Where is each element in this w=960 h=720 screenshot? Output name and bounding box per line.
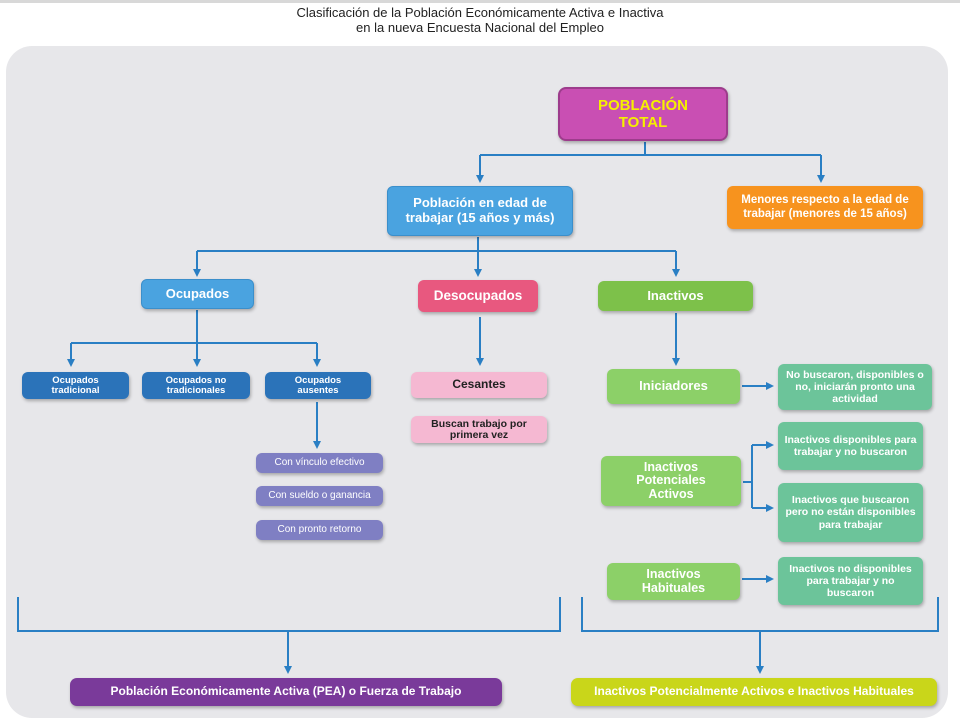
node-buscan-primera: Buscan trabajo por primera vez xyxy=(411,416,547,443)
top-rule xyxy=(0,0,960,3)
node-habituales-desc: Inactivos no disponibles para trabajar y… xyxy=(778,557,923,605)
bracket-left xyxy=(17,597,561,632)
node-ocupados-tradicional: Ocupados tradicional xyxy=(22,372,129,399)
node-label: Población Económicamente Activa (PEA) o … xyxy=(110,684,462,699)
node-con-sueldo: Con sueldo o ganancia xyxy=(256,486,383,506)
node-ocupados-ausentes: Ocupados ausentes xyxy=(265,372,371,399)
node-label: Buscan trabajo por primera vez xyxy=(431,418,527,441)
node-label: Inactivos xyxy=(647,287,704,303)
node-con-pronto: Con pronto retorno xyxy=(256,520,383,540)
node-label: Cesantes xyxy=(452,377,506,392)
node-label: Inactivos Potenciales Activos xyxy=(636,460,706,501)
node-buscaron-desc: Inactivos que buscaron pero no están dis… xyxy=(778,483,923,542)
node-label: Con pronto retorno xyxy=(277,524,362,536)
node-label: Inactivos disponibles para trabajar y no… xyxy=(784,433,917,458)
node-label: Con vínculo efectivo xyxy=(274,457,365,469)
node-poblacion-total: POBLACIÓN TOTAL xyxy=(558,87,728,141)
node-con-vinculo: Con vínculo efectivo xyxy=(256,453,383,473)
node-disponibles-desc: Inactivos disponibles para trabajar y no… xyxy=(778,422,923,470)
node-menores: Menores respecto a la edad de trabajar (… xyxy=(727,186,923,229)
node-label: Con sueldo o ganancia xyxy=(268,490,371,502)
node-label: Ocupados tradicional xyxy=(51,375,100,396)
title-line-1: Clasificación de la Población Económicam… xyxy=(296,5,664,20)
node-ocupados: Ocupados xyxy=(141,279,254,309)
node-inactivos: Inactivos xyxy=(598,281,753,311)
node-ocupados-no-tradicionales: Ocupados no tradicionales xyxy=(142,372,250,399)
node-label: Ocupados ausentes xyxy=(294,375,342,396)
node-label: Inactivos que buscaron pero no están dis… xyxy=(785,494,916,531)
node-desocupados: Desocupados xyxy=(418,280,538,312)
node-label: POBLACIÓN TOTAL xyxy=(598,96,688,131)
node-iniciadores: Iniciadores xyxy=(607,369,740,404)
node-label: No buscaron, disponibles o no, iniciarán… xyxy=(786,368,924,406)
node-label: Iniciadores xyxy=(639,378,708,394)
node-label: Menores respecto a la edad de trabajar (… xyxy=(741,194,909,220)
node-label: Población en edad de trabajar (15 años y… xyxy=(405,195,555,225)
node-label: Inactivos Potencialmente Activos e Inact… xyxy=(594,684,914,699)
node-edad-trabajar: Población en edad de trabajar (15 años y… xyxy=(387,186,573,236)
node-iniciadores-desc: No buscaron, disponibles o no, iniciarán… xyxy=(778,364,932,410)
title-line-2: en la nueva Encuesta Nacional del Empleo xyxy=(356,20,604,35)
node-label: Desocupados xyxy=(433,288,523,304)
node-cesantes: Cesantes xyxy=(411,372,547,398)
node-habituales: Inactivos Habituales xyxy=(607,563,740,600)
node-potenciales-activos: Inactivos Potenciales Activos xyxy=(601,456,741,506)
node-label: Ocupados xyxy=(165,285,230,301)
node-label: Inactivos no disponibles para trabajar y… xyxy=(789,562,912,600)
node-inactivos-summary: Inactivos Potencialmente Activos e Inact… xyxy=(571,678,937,706)
node-label: Inactivos Habituales xyxy=(641,567,706,595)
node-pea: Población Económicamente Activa (PEA) o … xyxy=(70,678,502,706)
page-title: Clasificación de la Población Económicam… xyxy=(0,5,960,35)
node-label: Ocupados no tradicionales xyxy=(165,375,227,396)
